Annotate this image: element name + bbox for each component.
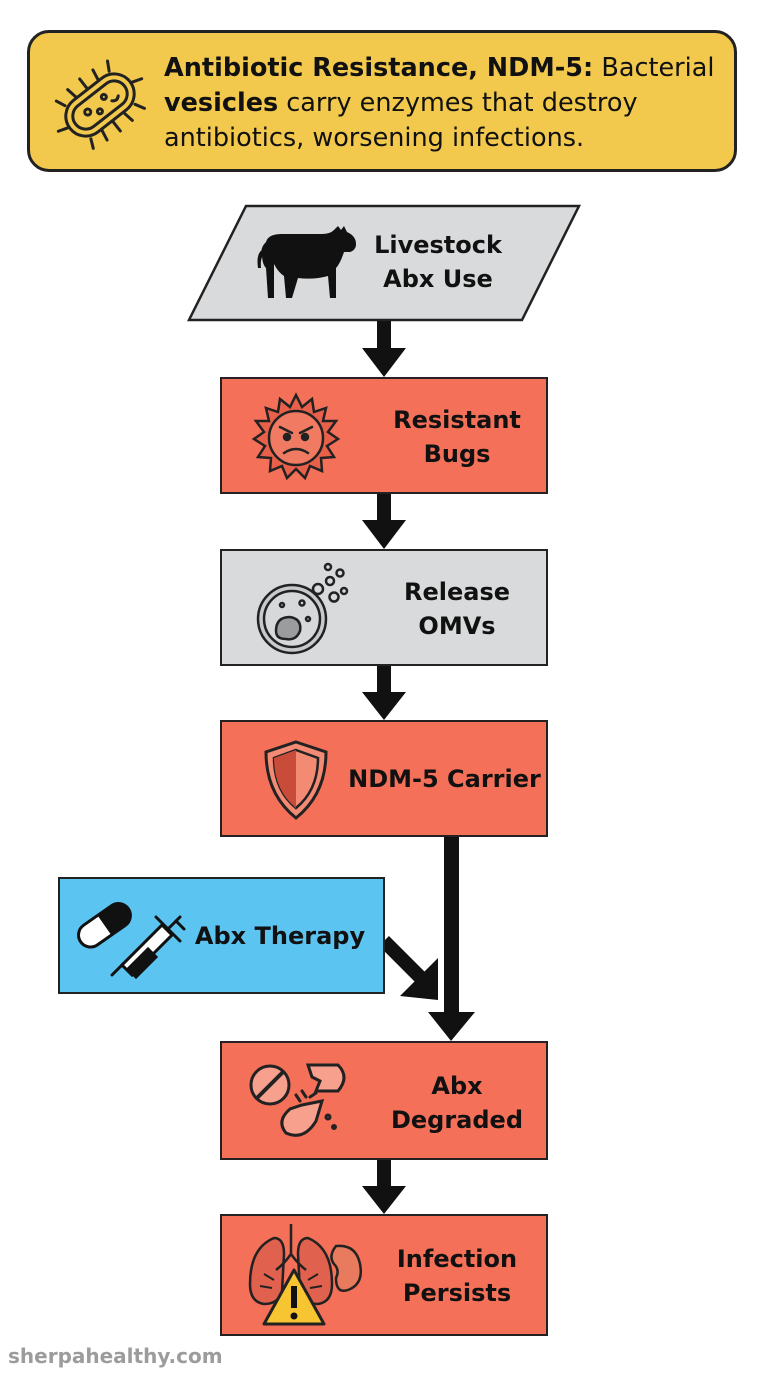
summary-banner: Antibiotic Resistance, NDM-5: Bacterial … bbox=[27, 30, 737, 172]
shield-icon bbox=[264, 740, 328, 820]
infection-line1: Infection bbox=[396, 1245, 518, 1273]
node-livestock-label: Livestock Abx Use bbox=[358, 228, 518, 296]
arrow-ndm5-to-degraded bbox=[428, 837, 475, 1041]
node-abx-therapy: Abx Therapy bbox=[58, 877, 385, 994]
resistant-line1: Resistant bbox=[393, 406, 521, 434]
bacterium-icon bbox=[54, 59, 146, 150]
node-livestock-abx-use: Livestock Abx Use bbox=[186, 204, 582, 322]
banner-text-end: carry enzymes that destroy antibiotics, … bbox=[164, 88, 638, 153]
arrow-therapy-to-degraded bbox=[379, 936, 438, 1000]
release-line2: OMVs bbox=[418, 612, 496, 640]
vesicle-release-icon bbox=[256, 562, 349, 655]
node-release-label: Release OMVs bbox=[382, 575, 532, 643]
node-ndm5-label: NDM-5 Carrier bbox=[348, 765, 541, 793]
angry-germ-icon bbox=[251, 392, 341, 481]
node-abx-degraded: Abx Degraded bbox=[220, 1041, 548, 1160]
livestock-line1: Livestock bbox=[374, 231, 502, 259]
degraded-line2: Degraded bbox=[390, 1106, 524, 1134]
node-therapy-label: Abx Therapy bbox=[194, 922, 366, 950]
arrow-livestock-to-resistant bbox=[362, 320, 406, 377]
pill-syringe-icon bbox=[77, 902, 186, 980]
banner-bold-word: vesicles bbox=[164, 88, 279, 118]
banner-text-mid: Bacterial bbox=[593, 53, 715, 83]
arrow-degraded-to-infection bbox=[362, 1160, 406, 1214]
broken-pill-icon bbox=[249, 1063, 346, 1137]
degraded-line1: Abx bbox=[431, 1072, 483, 1100]
node-resistant-label: Resistant Bugs bbox=[382, 403, 532, 471]
node-resistant-bugs: Resistant Bugs bbox=[220, 377, 548, 494]
livestock-line2: Abx Use bbox=[383, 265, 493, 293]
watermark: sherpahealthy.com bbox=[8, 1344, 223, 1368]
banner-bold-lead: Antibiotic Resistance, NDM-5: bbox=[164, 53, 594, 83]
banner-description: Antibiotic Resistance, NDM-5: Bacterial … bbox=[164, 51, 724, 156]
release-line1: Release bbox=[403, 578, 511, 606]
arrow-resistant-to-release bbox=[362, 494, 406, 549]
cow-icon bbox=[257, 226, 356, 298]
node-release-omvs: Release OMVs bbox=[220, 549, 548, 666]
resistant-line2: Bugs bbox=[423, 440, 491, 468]
node-ndm5-carrier: NDM-5 Carrier bbox=[220, 720, 548, 837]
infection-line2: Persists bbox=[402, 1279, 512, 1307]
lungs-warning-icon bbox=[248, 1224, 362, 1326]
arrow-release-to-ndm5 bbox=[362, 666, 406, 720]
node-infection-label: Infection Persists bbox=[382, 1242, 532, 1310]
node-infection-persists: Infection Persists bbox=[220, 1214, 548, 1336]
node-degraded-label: Abx Degraded bbox=[382, 1069, 532, 1137]
